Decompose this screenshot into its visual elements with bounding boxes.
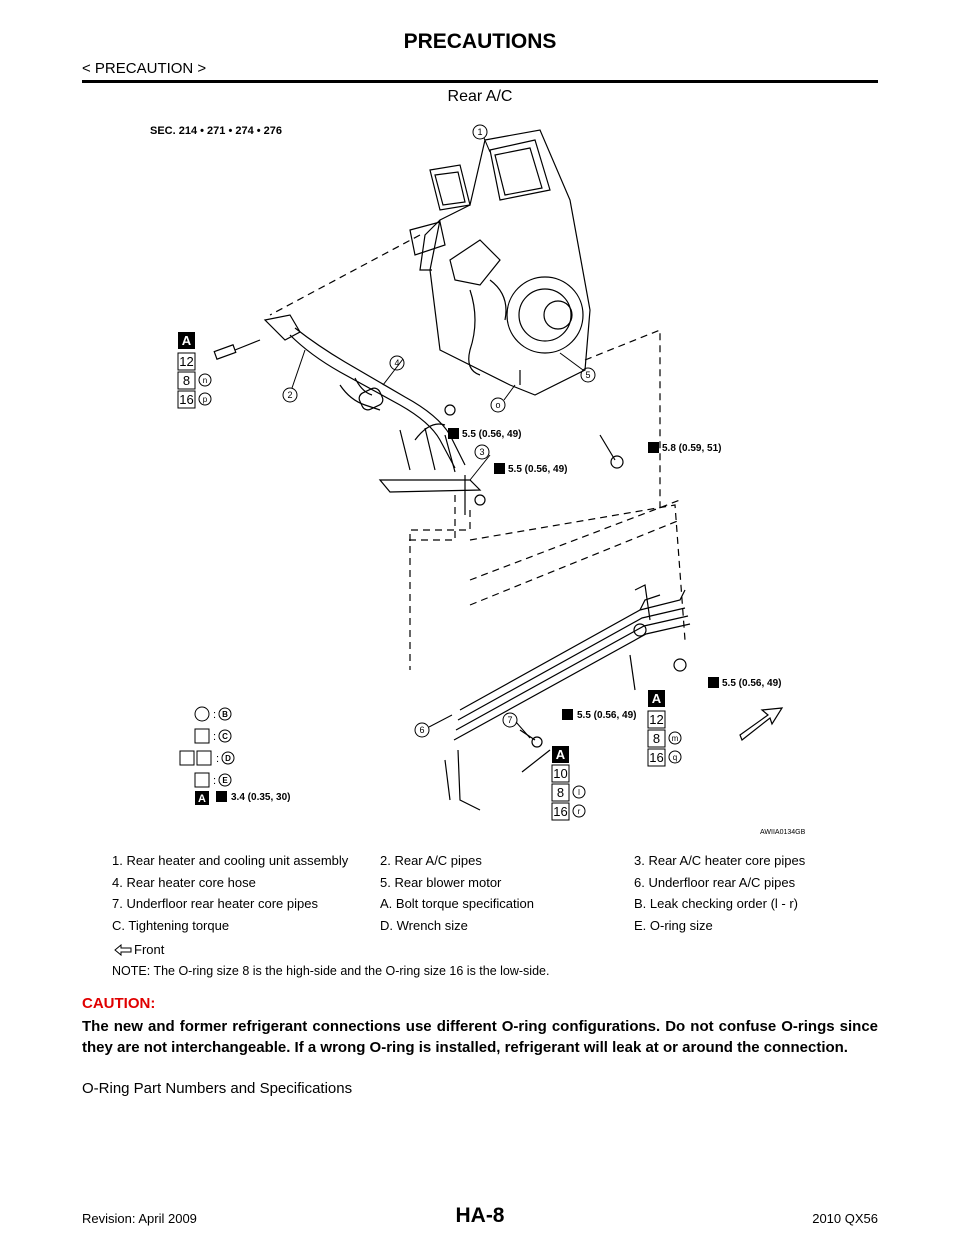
torque-label-5: 5.5 (0.56, 49): [577, 710, 636, 721]
svg-text::: :: [213, 775, 216, 787]
svg-text::: :: [213, 731, 216, 743]
svg-text:8: 8: [557, 785, 564, 800]
sec-label: SEC. 214 • 271 • 274 • 276: [150, 125, 282, 137]
heater-unit-outline: [429, 129, 591, 396]
legend-item: 5. Rear blower motor: [380, 874, 502, 890]
callout-2: 2: [287, 390, 292, 400]
underfloor-pipes: [459, 589, 686, 711]
legend-item: 2. Rear A/C pipes: [380, 853, 482, 868]
callout-3: 3: [479, 447, 484, 457]
legend-front: Front: [112, 939, 852, 961]
torque-label-2: 5.5 (0.56, 49): [508, 464, 567, 475]
svg-text:12: 12: [649, 712, 663, 727]
spec-block-bottom: A 10 8 l 16 r: [551, 746, 586, 821]
svg-text:m: m: [672, 734, 679, 743]
exploded-diagram: SEC. 214 • 271 • 274 • 276 5.5 (0.56, 49…: [150, 124, 806, 836]
svg-text:B: B: [222, 710, 228, 719]
footer-revision: Revision: April 2009: [82, 1211, 197, 1226]
front-arrow-figure: [739, 707, 784, 741]
svg-text:D: D: [225, 754, 231, 763]
callout-6: 6: [419, 725, 424, 735]
svg-text:q: q: [673, 753, 677, 762]
legend-item: C. Tightening torque: [112, 917, 230, 933]
legend-item: B. Leak checking order (l - r): [634, 896, 799, 911]
svg-text:16: 16: [179, 392, 193, 407]
legend-front-label: Front: [134, 942, 165, 958]
torque-label-3: 5.8 (0.59, 51): [662, 443, 721, 454]
svg-text:A: A: [198, 793, 206, 805]
torque-label-1: 5.5 (0.56, 49): [462, 429, 521, 440]
torque-icon: [708, 677, 719, 688]
legend-item: 4. Rear heater core hose: [112, 874, 256, 890]
breadcrumb[interactable]: < PRECAUTION >: [82, 60, 207, 77]
svg-text:16: 16: [649, 750, 663, 765]
subheading[interactable]: O-Ring Part Numbers and Specifications: [82, 1080, 353, 1097]
legend-row: 7. Underfloor rear heater core pipes A. …: [112, 896, 852, 918]
callout-o: o: [495, 400, 500, 410]
torque-icon: [562, 709, 573, 720]
svg-text:12: 12: [179, 354, 193, 369]
legend-item: 6. Underfloor rear A/C pipes: [634, 874, 796, 890]
svg-text:l: l: [578, 788, 580, 797]
figure-code: AWIIA0134GB: [760, 829, 806, 836]
page-title: PRECAUTIONS: [403, 30, 557, 53]
callout-7: 7: [507, 715, 512, 725]
arrow-left-icon: [114, 943, 132, 956]
svg-text:8: 8: [183, 373, 190, 388]
svg-text:r: r: [578, 807, 581, 816]
torque-label-4: 5.5 (0.56, 49): [722, 678, 781, 689]
svg-text:16: 16: [553, 804, 567, 819]
legend-item: A. Bolt torque specification: [380, 896, 534, 911]
torque-icon: [216, 791, 227, 802]
blower-motor-outline: [506, 276, 584, 354]
svg-text:8: 8: [653, 731, 660, 746]
legend-item: 3. Rear A/C heater core pipes: [634, 853, 806, 868]
caution-body: The new and former refrigerant connectio…: [82, 1018, 878, 1056]
svg-text:E: E: [222, 776, 228, 785]
spec-block-left: A 12 8 n 16 p: [177, 332, 212, 409]
svg-text:A: A: [556, 747, 566, 762]
legend-item: 7. Underfloor rear heater core pipes: [112, 896, 318, 911]
svg-text::: :: [213, 709, 216, 721]
section-title: Rear A/C: [447, 88, 513, 105]
figure-legend: 1. Rear heater and cooling unit assembly…: [112, 853, 852, 961]
callout-1: 1: [477, 127, 482, 137]
legend-row: 4. Rear heater core hose 5. Rear blower …: [112, 875, 852, 897]
legend-row: C. Tightening torque D. Wrench size E. O…: [112, 918, 852, 940]
svg-text:A: A: [182, 333, 192, 348]
svg-text:n: n: [203, 376, 207, 385]
rear-ac-pipes: [263, 314, 301, 341]
spec-block-right: A 12 8 m 16 q: [647, 690, 682, 767]
torque-icon: [448, 428, 459, 439]
svg-text:C: C: [222, 732, 228, 741]
note-text: NOTE: The O-ring size 8 is the high-side…: [112, 964, 550, 978]
legend-row: 1. Rear heater and cooling unit assembly…: [112, 853, 852, 875]
torque-label-6: 3.4 (0.35, 30): [231, 792, 290, 803]
legend-item: E. O-ring size: [634, 917, 713, 933]
svg-text:A: A: [652, 691, 662, 706]
legend-item: D. Wrench size: [380, 917, 468, 933]
callout-4: 4: [394, 358, 399, 368]
torque-icon: [494, 463, 505, 474]
callout-5: 5: [585, 370, 590, 380]
torque-icon: [648, 442, 659, 453]
header-rule: [82, 80, 878, 83]
legend-item: 1. Rear heater and cooling unit assembly: [112, 853, 349, 868]
svg-text:p: p: [203, 395, 208, 404]
footer-page-number: HA-8: [455, 1204, 505, 1227]
svg-text::: :: [216, 753, 219, 765]
footer-model: 2010 QX56: [812, 1211, 878, 1226]
caution-heading: CAUTION:: [82, 995, 156, 1012]
figure-key: : B : C : D : E A: [179, 706, 235, 805]
svg-text:10: 10: [553, 766, 567, 781]
